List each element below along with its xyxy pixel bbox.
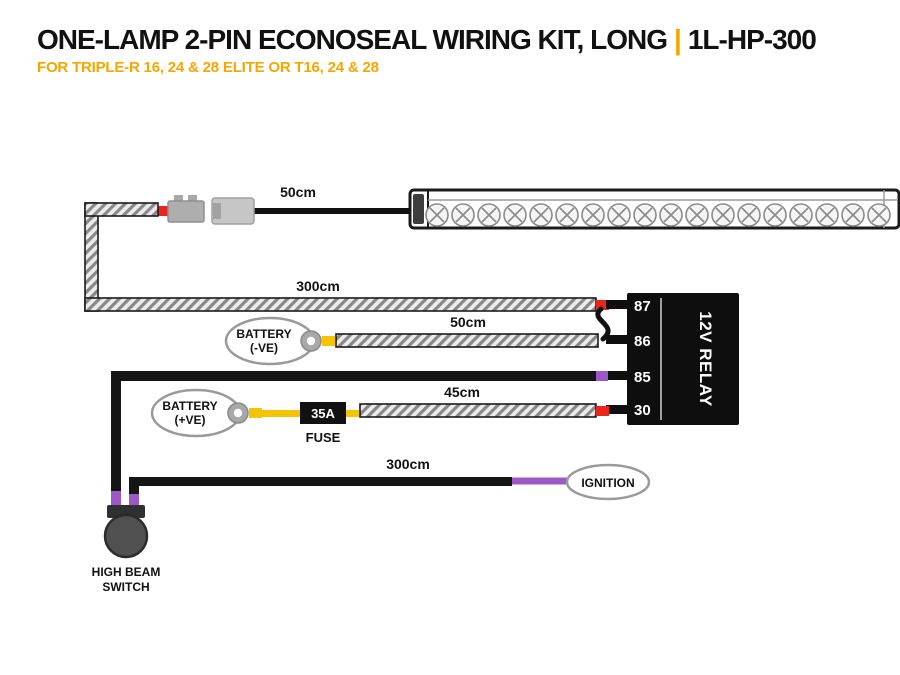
- switch-cap: [107, 505, 145, 518]
- led-reflector: [737, 203, 761, 227]
- led-reflector: [425, 203, 449, 227]
- battery-pos-cable: [359, 403, 597, 418]
- ignition-bubble: [565, 463, 651, 501]
- black-wire-horizontal-ignition: [129, 477, 512, 486]
- lamp-cable-length-label: 50cm: [280, 184, 316, 200]
- switch-body: [103, 513, 149, 559]
- led-reflector: [815, 203, 839, 227]
- fuse-label: FUSE: [306, 430, 341, 445]
- purple-wire-tip: [129, 494, 139, 512]
- relay-pin-86-label: 86: [634, 333, 651, 350]
- fuse-holder: [300, 402, 346, 424]
- ring-terminal-hole: [233, 408, 243, 418]
- yellow-crimp: [249, 408, 262, 418]
- relay-pin-stub-30: [606, 405, 628, 414]
- led-reflector: [633, 203, 657, 227]
- relay-body: [627, 293, 739, 425]
- led-reflector: [685, 203, 709, 227]
- led-light-bar: [408, 188, 900, 230]
- black-wire-horizontal-85: [111, 371, 598, 381]
- loom-top-segment: [84, 202, 159, 217]
- econoseal-connector-female: [211, 197, 255, 225]
- title-code: 1L-HP-300: [687, 24, 817, 55]
- page-title: ONE-LAMP 2-PIN ECONOSEAL WIRING KIT, LON…: [37, 24, 817, 56]
- led-reflector: [529, 203, 553, 227]
- red-wire-tip: [596, 300, 609, 310]
- led-reflector: [711, 203, 735, 227]
- led-reflector: [659, 203, 683, 227]
- led-reflector: [581, 203, 605, 227]
- led-reflector: [451, 203, 475, 227]
- header: ONE-LAMP 2-PIN ECONOSEAL WIRING KIT, LON…: [37, 24, 817, 76]
- battery-positive-branch: 45cm BATTERY (+VE) 35A FUSE: [150, 384, 609, 445]
- battery-neg-cable: [335, 333, 599, 348]
- battery-neg-cable-length-label: 50cm: [450, 314, 486, 330]
- purple-wire-tip: [596, 371, 608, 381]
- ignition-branch: 300cm IGNITION: [129, 456, 651, 512]
- led-reflector: [607, 203, 631, 227]
- relay-pin-85-label: 85: [634, 369, 651, 386]
- loom-main-segment: [84, 297, 597, 312]
- loom-vertical-segment: [84, 202, 99, 312]
- purple-wire-tip: [111, 491, 121, 509]
- ring-terminal-hole: [306, 336, 316, 346]
- led-reflector: [841, 203, 865, 227]
- title-separator: |: [674, 24, 682, 55]
- high-beam-switch: HIGH BEAM SWITCH: [92, 505, 161, 594]
- battery-pos-cable-length-label: 45cm: [444, 384, 480, 400]
- led-reflector: [503, 203, 527, 227]
- light-bar-end-cap: [413, 194, 424, 224]
- battery-neg-label-line2: (-VE): [250, 341, 278, 355]
- connector-tab: [174, 195, 183, 203]
- lamp-connector-assembly: 50cm: [157, 184, 410, 225]
- relay-label: 12V RELAY: [696, 311, 715, 407]
- yellow-wire-segment: [262, 410, 302, 417]
- led-reflector: [763, 203, 787, 227]
- led-reflector: [789, 203, 813, 227]
- relay-pin-stub-85: [606, 371, 628, 380]
- black-jumper-wire: [595, 306, 611, 342]
- red-wire-tip: [596, 406, 609, 416]
- lamp-wire: [254, 208, 410, 214]
- relay-pin-30-label: 30: [634, 402, 651, 419]
- main-cable-length-label: 300cm: [296, 278, 340, 294]
- switch-label-line1: HIGH BEAM: [92, 565, 161, 579]
- relay-pin-stub-86: [606, 335, 628, 344]
- led-reflector: [477, 203, 501, 227]
- red-wire-tip: [157, 206, 168, 216]
- relay-pin-87-label: 87: [634, 298, 651, 315]
- subtitle: FOR TRIPLE-R 16, 24 & 28 ELITE OR T16, 2…: [37, 59, 379, 76]
- led-reflector: [555, 203, 579, 227]
- title-main: ONE-LAMP 2-PIN ECONOSEAL WIRING KIT, LON…: [37, 24, 668, 55]
- switch-wire-85: [111, 371, 608, 509]
- relay-pin-stub-87: [606, 300, 628, 309]
- ignition-cable-length-label: 300cm: [386, 456, 430, 472]
- connector-latch: [213, 203, 221, 219]
- fuse-rating-label: 35A: [311, 406, 335, 421]
- black-wire-vertical-85: [111, 371, 121, 493]
- battery-pos-label-line2: (+VE): [174, 413, 205, 427]
- switch-label-line2: SWITCH: [102, 580, 149, 594]
- relay: 87 86 85 30 12V RELAY: [606, 293, 739, 425]
- econoseal-connector-male: [167, 200, 205, 223]
- battery-negative-branch: 50cm BATTERY (-VE): [224, 314, 599, 366]
- yellow-wire-segment: [344, 410, 362, 417]
- battery-neg-label-line1: BATTERY: [236, 327, 291, 341]
- ignition-label: IGNITION: [581, 476, 634, 490]
- led-reflector: [867, 203, 891, 227]
- yellow-crimp: [322, 336, 335, 346]
- battery-pos-label-line1: BATTERY: [162, 399, 217, 413]
- black-wire-vertical-ignition: [129, 477, 139, 496]
- connector-tab: [188, 195, 197, 203]
